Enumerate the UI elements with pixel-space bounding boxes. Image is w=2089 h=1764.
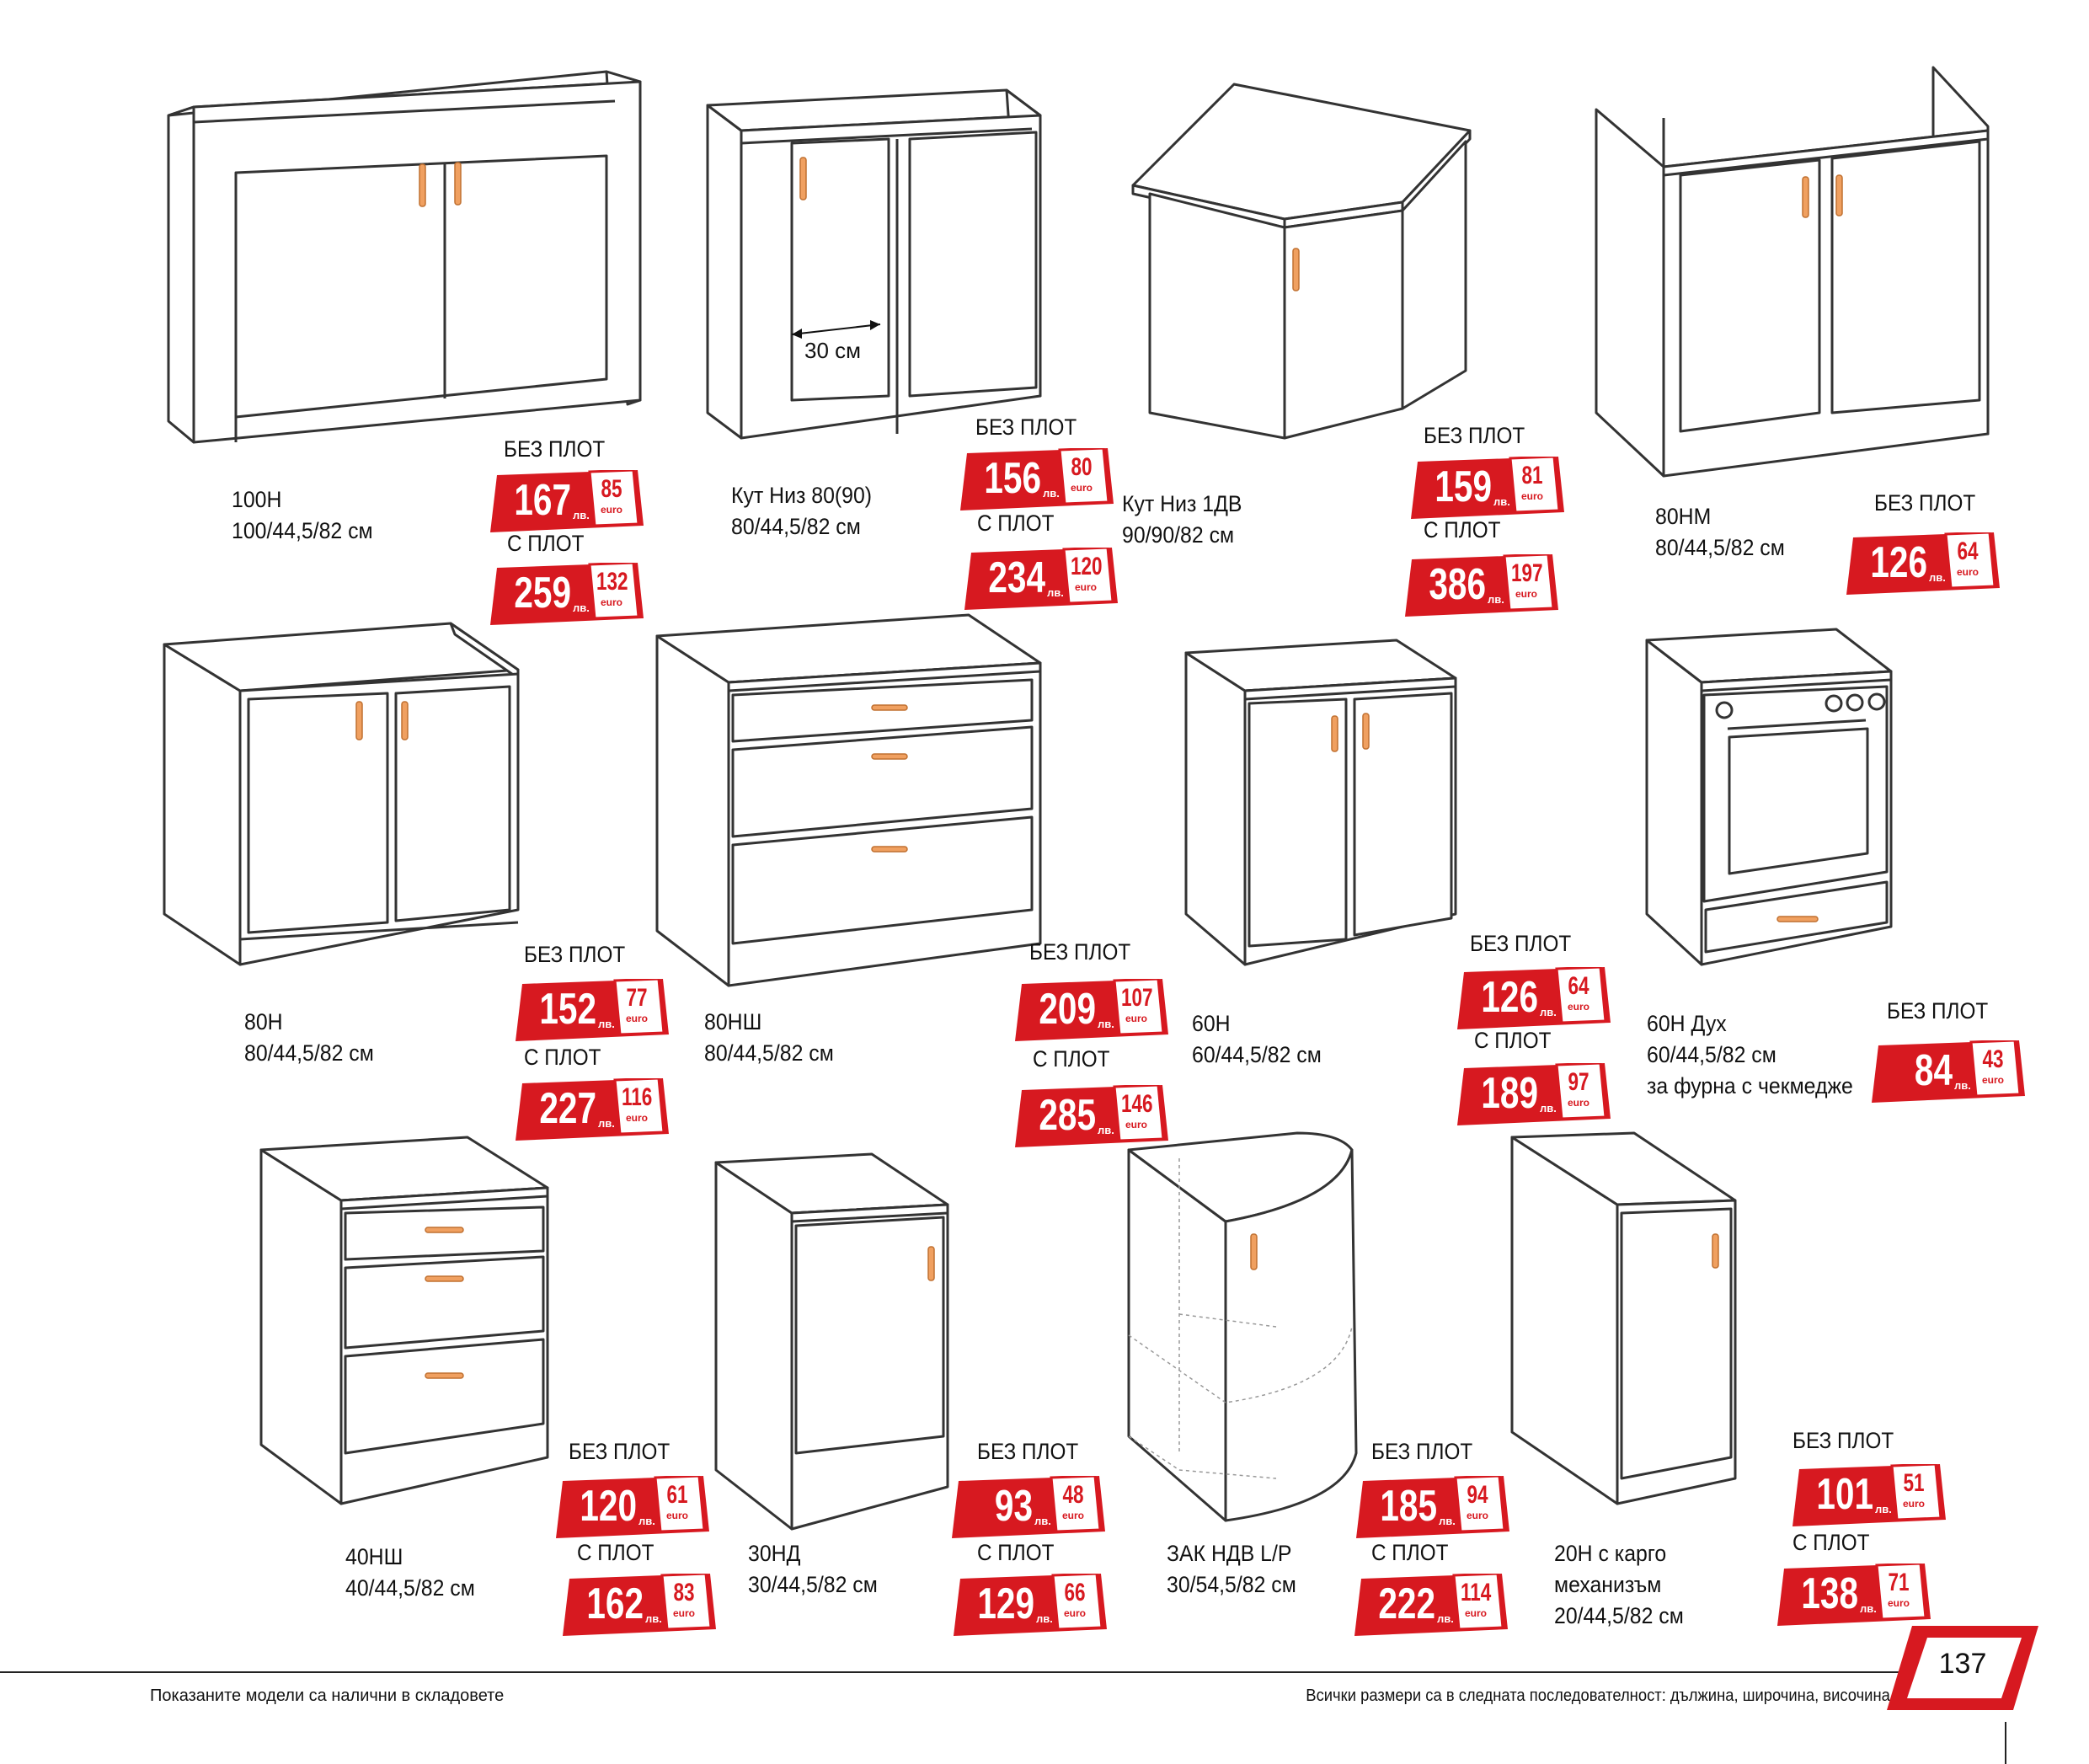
cabinet-40nsh-drawing [259, 1133, 556, 1512]
with-top-label: С ПЛОТ [1371, 1540, 1449, 1565]
product-label-80nsh: 80НШ 80/44,5/82 см [704, 1009, 834, 1066]
without-top-label: БЕЗ ПЛОТ [1424, 423, 1525, 448]
product-label-60n: 60Н 60/44,5/82 см [1192, 1011, 1322, 1067]
without-top-label: БЕЗ ПЛОТ [524, 942, 626, 967]
footer-dimensions-note: Всички размери са в следната последовате… [1306, 1686, 1890, 1705]
without-top-label: БЕЗ ПЛОТ [1029, 939, 1131, 965]
footer-divider [0, 1671, 1904, 1673]
page-number: 137 [1938, 1648, 1987, 1680]
with-top-label: С ПЛОТ [1474, 1028, 1552, 1053]
without-top-label: БЕЗ ПЛОТ [1874, 490, 1976, 516]
cabinet-100n-drawing [167, 70, 649, 459]
with-top-label: С ПЛОТ [977, 1540, 1055, 1565]
with-top-label: С ПЛОТ [577, 1540, 654, 1565]
without-top-label: БЕЗ ПЛОТ [1792, 1428, 1894, 1453]
without-top-label: БЕЗ ПЛОТ [1887, 998, 1989, 1024]
with-top-label: С ПЛОТ [524, 1045, 601, 1070]
with-top-label: С ПЛОТ [1424, 517, 1501, 543]
without-top-label: БЕЗ ПЛОТ [975, 414, 1077, 440]
without-top-label: БЕЗ ПЛОТ [977, 1439, 1079, 1464]
product-label-30nd: 30НД 30/44,5/82 см [748, 1541, 878, 1597]
product-label-corner-80: Кут Низ 80(90) 80/44,5/82 см [731, 483, 873, 539]
cabinet-zak-ndv-drawing [1127, 1131, 1365, 1529]
with-top-label: С ПЛОТ [1792, 1530, 1870, 1555]
cabinet-80n-drawing [163, 619, 526, 973]
cabinet-20n-cargo-drawing [1510, 1131, 1748, 1512]
without-top-label: БЕЗ ПЛОТ [1371, 1439, 1473, 1464]
product-label-100n: 100Н 100/44,5/82 см [232, 487, 373, 543]
product-label-80n: 80Н 80/44,5/82 см [244, 1009, 374, 1066]
product-label-zak-ndv: ЗАК НДВ L/P 30/54,5/82 см [1167, 1541, 1296, 1597]
product-label-corner-1dv: Кут Низ 1ДВ 90/90/82 см [1122, 491, 1242, 548]
product-label-20n-cargo: 20Н с карго механизъм 20/44,5/82 см [1554, 1541, 1684, 1628]
handle-icon [419, 163, 426, 207]
cabinet-60n-drawing [1184, 636, 1464, 973]
with-top-label: С ПЛОТ [977, 510, 1055, 536]
product-label-80nm: 80НМ 80/44,5/82 см [1655, 504, 1785, 560]
footer-vertical-rule [2005, 1722, 2006, 1764]
cabinet-80nm-drawing [1595, 66, 2001, 489]
cabinet-60n-oven-drawing [1645, 619, 1899, 973]
without-top-label: БЕЗ ПЛОТ [569, 1439, 671, 1464]
without-top-label: БЕЗ ПЛОТ [504, 436, 606, 462]
without-top-label: БЕЗ ПЛОТ [1470, 931, 1572, 956]
cabinet-80nsh-drawing [655, 611, 1044, 998]
with-top-label: С ПЛОТ [507, 531, 585, 556]
corner-width-note: 30 см [804, 338, 861, 363]
cabinet-corner-1dv-drawing [1131, 83, 1487, 455]
footer-availability-note: Показаните модели са налични в складовет… [150, 1686, 505, 1705]
product-label-60n-oven: 60Н Дух 60/44,5/82 см за фурна с чекмедж… [1647, 1011, 1853, 1098]
cabinet-corner-80-drawing: 30 см [706, 63, 1044, 451]
cabinet-30nd-drawing [714, 1150, 952, 1537]
with-top-label: С ПЛОТ [1033, 1046, 1110, 1072]
page-number-badge: 137 [1887, 1626, 2038, 1710]
product-label-40nsh: 40НШ 40/44,5/82 см [345, 1544, 475, 1601]
